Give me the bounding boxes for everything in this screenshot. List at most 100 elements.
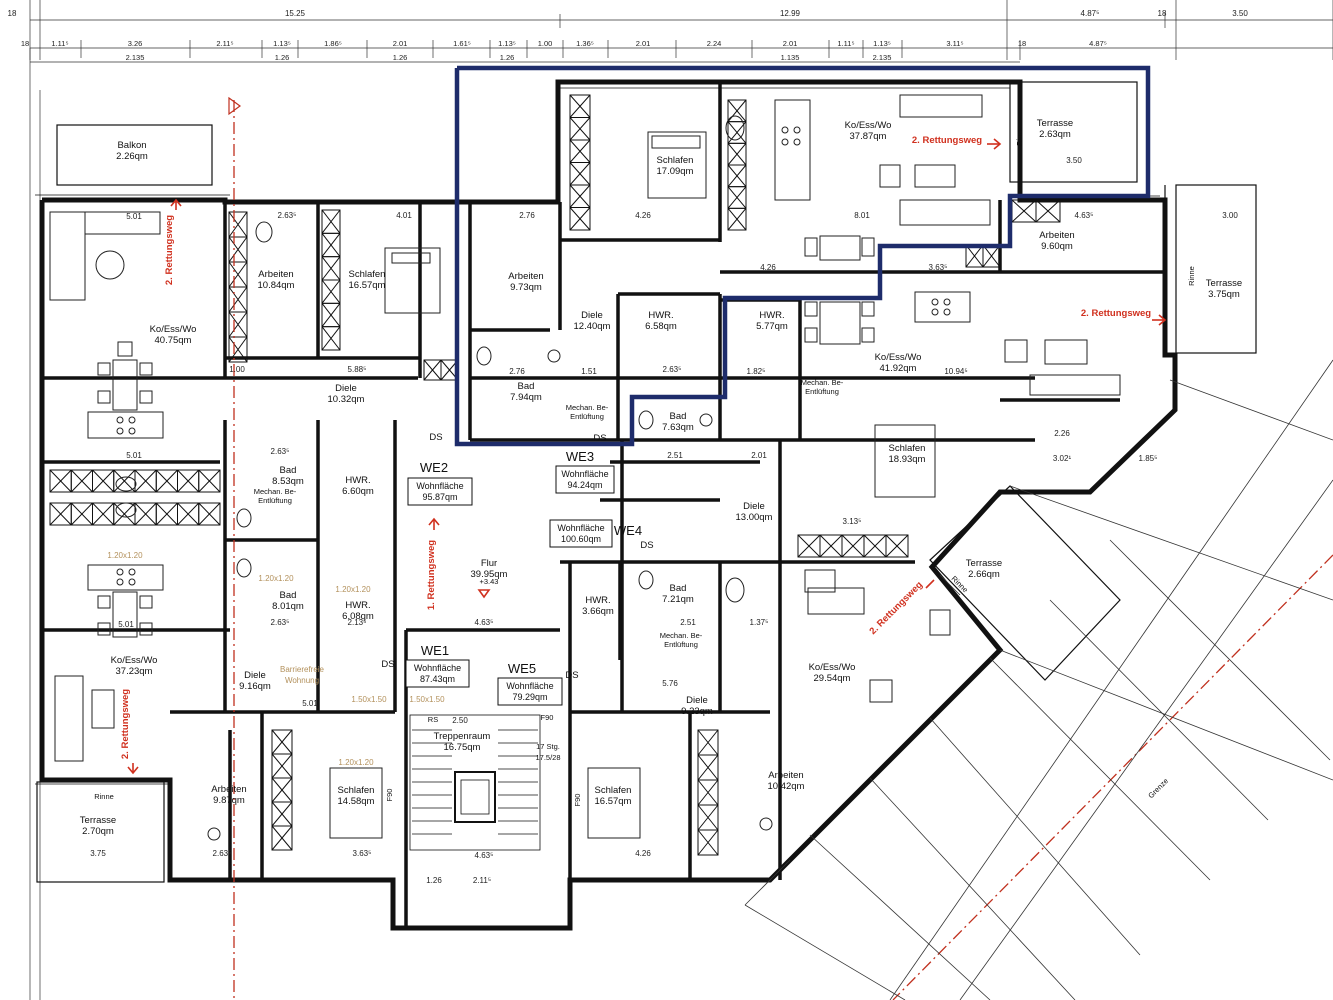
furniture: [49, 94, 1121, 841]
annotation-label: Entlüftung: [258, 496, 292, 505]
dimension-label: 5.01: [302, 699, 318, 708]
dimension-label: 2.01: [636, 39, 651, 48]
annotation-label: +3.43: [480, 577, 499, 586]
dimension-label: 1.11⁵: [51, 39, 68, 48]
unit-area-box: [497, 677, 563, 706]
room-name: Schlafen: [889, 443, 926, 454]
room-area: 16.57qm: [349, 280, 386, 291]
room-name: Bad: [670, 583, 687, 594]
unit-area-value: 87.43qm: [420, 674, 455, 684]
room-area: 9.16qm: [239, 681, 271, 692]
closet: [49, 469, 221, 493]
staircase: [409, 714, 541, 851]
room-area: 9.87qm: [213, 795, 245, 806]
rotated-label: Rinne: [1015, 126, 1024, 146]
closets: [49, 94, 1061, 856]
dimension-label: 4.26: [635, 849, 651, 858]
dimension-label: 1.135: [781, 53, 800, 62]
closet: [697, 729, 719, 856]
dimension-label: 5.76: [662, 679, 678, 688]
closet: [1011, 199, 1061, 223]
dimension-label: 1.13⁵: [273, 39, 291, 48]
site-grid: [744, 359, 1333, 1000]
unit-id: WE3: [566, 449, 594, 464]
dimension-label: 2.63⁵: [213, 849, 232, 858]
unit-area-label: Wohnfläche: [414, 663, 461, 673]
dimension-label: 4.87⁵: [1089, 39, 1107, 48]
accessibility-label: 1.20x1.20: [258, 574, 294, 583]
annotation-label: Mechan. Be-: [566, 403, 609, 412]
room-name: HWR.: [759, 310, 784, 321]
annotation-label: Mechan. Be-: [254, 487, 297, 496]
dimension-label: 2.11⁵: [216, 39, 233, 48]
unit-id: WE5: [508, 661, 536, 676]
room-area: 9.23qm: [681, 706, 713, 717]
room-name: Arbeiten: [1039, 230, 1074, 241]
room-name: Schlafen: [595, 785, 632, 796]
unit-area-label: Wohnfläche: [506, 681, 553, 691]
unit-labels: WE2Wohnfläche95.87qmWE3Wohnfläche94.24qm…: [405, 449, 642, 706]
annotation-label: F90: [541, 713, 554, 722]
closet: [965, 244, 1001, 268]
annotation-label: Entlüftung: [805, 387, 839, 396]
dimension-label: 2.63⁵: [663, 365, 682, 374]
unit-area-box: [555, 465, 615, 494]
room-name: Arbeiten: [258, 269, 293, 280]
room-area: 2.26qm: [116, 151, 148, 162]
room-area: 12.40qm: [574, 321, 611, 332]
closet: [423, 359, 459, 381]
unit-id: WE4: [614, 523, 642, 538]
dimension-label: 18: [1158, 9, 1167, 18]
room-area: 18.93qm: [889, 454, 926, 465]
unit-area-value: 94.24qm: [567, 480, 602, 490]
dimension-label: 1.26: [275, 53, 290, 62]
room-name: Ko/Ess/Wo: [875, 352, 922, 363]
dimension-label: 3.50: [1232, 9, 1248, 18]
room-area: 10.84qm: [258, 280, 295, 291]
room-name: Flur: [481, 558, 497, 569]
dimension-label: 5.01: [126, 212, 142, 221]
room-name: HWR.: [648, 310, 673, 321]
closet: [271, 729, 293, 851]
room-name: HWR.: [345, 600, 370, 611]
room-area: 39.95qm: [471, 569, 508, 580]
room-labels: Balkon2.26qmArbeiten10.84qmSchlafen16.57…: [80, 118, 1242, 837]
room-area: 7.21qm: [662, 594, 694, 605]
accessibility-label: 1.50x1.50: [409, 695, 445, 704]
room-name: Diele: [743, 501, 765, 512]
room-name: Schlafen: [657, 155, 694, 166]
room-name: Arbeiten: [508, 271, 543, 282]
unit-area-value: 100.60qm: [561, 534, 601, 544]
dimension-label: 2.63⁵: [271, 618, 290, 627]
room-area: 5.77qm: [756, 321, 788, 332]
escape-route-label: 2. Rettungsweg: [868, 579, 926, 637]
closet: [228, 211, 248, 363]
dimension-label: 1.37⁵: [750, 618, 769, 627]
rotated-label: F90: [385, 789, 394, 802]
escape-route-label: 2. Rettungsweg: [120, 689, 131, 759]
annotation-label: 17.5/28: [535, 753, 560, 762]
closet: [569, 94, 591, 231]
dimension-label: 2.51: [667, 451, 683, 460]
dimension-label: 4.63⁵: [1075, 211, 1094, 220]
dimension-label: 3.63⁵: [929, 263, 948, 272]
room-name: Terrasse: [966, 558, 1002, 569]
dimension-label: 15.25: [285, 9, 306, 18]
ds-label: DS: [593, 433, 606, 444]
unit-area-value: 79.29qm: [512, 692, 547, 702]
closet: [321, 209, 341, 351]
accessibility-labels: 1.20x1.201.20x1.201.20x1.20Barrierefreie…: [107, 551, 445, 767]
unit-id: WE1: [421, 643, 449, 658]
ds-label: DS: [429, 432, 442, 443]
dimension-label: 2.24: [707, 39, 722, 48]
dimension-label: 1.13⁵: [498, 39, 516, 48]
unit-area-box: [405, 659, 470, 688]
annotation-label: RS: [428, 715, 438, 724]
dimension-label: 2.135: [126, 53, 145, 62]
dimension-label: 1.11⁵: [837, 39, 854, 48]
room-area: 9.73qm: [510, 282, 542, 293]
room-name: Balkon: [117, 140, 146, 151]
